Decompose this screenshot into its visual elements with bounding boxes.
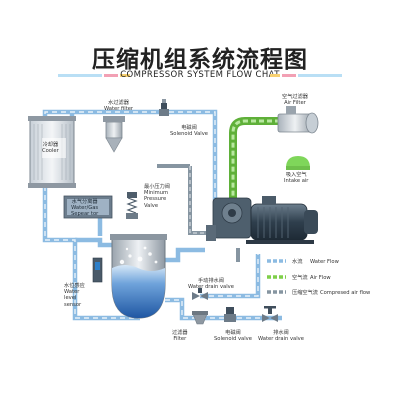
filter-bottom <box>192 311 208 325</box>
water-filter-top <box>103 116 125 153</box>
solenoid-valve-bottom <box>224 307 236 322</box>
solenoid-valve-top <box>159 99 169 116</box>
pipe-compressor-to-tank <box>188 166 208 235</box>
water-level-sensor <box>92 257 103 283</box>
water-gas-separator <box>63 195 113 219</box>
intake-air-icon <box>286 156 310 170</box>
title-ornament-right <box>270 74 342 77</box>
drain-valve <box>262 306 278 322</box>
legend-swatches <box>267 259 286 294</box>
air-filter <box>277 106 319 134</box>
manual-drain-valve <box>192 288 208 300</box>
air-pipe <box>229 117 280 205</box>
diagram-title: 压缩机组系统流程图 <box>92 47 308 73</box>
minimum-pressure-valve <box>126 192 138 219</box>
compressor-motor <box>206 196 318 244</box>
title-ornament-left <box>58 74 130 77</box>
compressed-air-pipes-inner <box>189 166 208 234</box>
water-pipes-dash <box>44 111 282 319</box>
diagram-subtitle: COMPRESSOR SYSTEM FLOW CHAT <box>120 70 280 80</box>
cooler <box>28 116 76 188</box>
tank <box>110 234 167 319</box>
